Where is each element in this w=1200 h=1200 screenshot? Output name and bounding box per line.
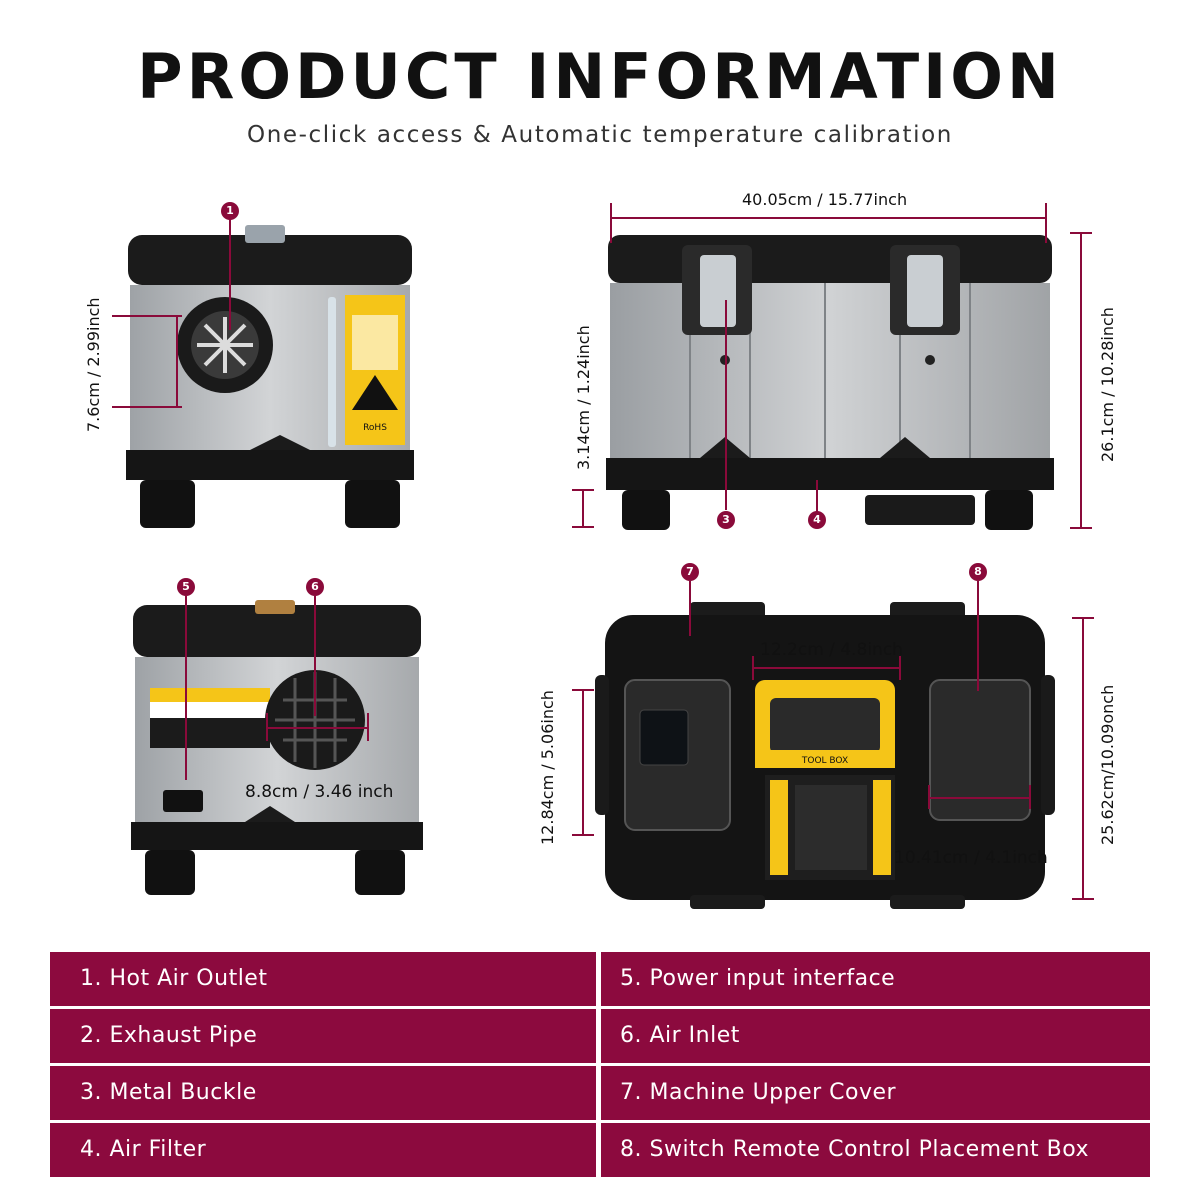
dim-line-depth-right	[1082, 617, 1084, 900]
dim-line-outlet	[176, 315, 178, 408]
dim-tick-box-right	[1029, 785, 1031, 809]
dim-tick-inlet-left	[266, 713, 268, 741]
part-6-cell: 6. Air Inlet	[601, 1009, 1150, 1063]
callout-badge-5: 5	[177, 578, 195, 596]
dim-line-outlet-bottom	[112, 406, 182, 408]
page-subtitle: One-click access & Automatic temperature…	[247, 122, 953, 148]
callout-line-4	[816, 480, 818, 512]
dim-tick-box-left	[928, 785, 930, 809]
dim-tick-inlet-right	[367, 713, 369, 741]
table-row: 3. Metal Buckle 7. Machine Upper Cover	[50, 1066, 1150, 1120]
dim-line-outlet-top	[112, 315, 182, 317]
part-4-cell: 4. Air Filter	[50, 1123, 596, 1177]
table-row: 1. Hot Air Outlet 5. Power input interfa…	[50, 952, 1150, 1006]
callout-line-3	[725, 300, 727, 510]
callout-badge-1: 1	[221, 202, 239, 220]
dim-line-inlet	[266, 727, 368, 729]
product-front-view: RoHS	[126, 225, 414, 528]
part-3-cell: 3. Metal Buckle	[50, 1066, 596, 1120]
callout-line-8	[977, 581, 979, 691]
dim-tick-width-left	[610, 203, 612, 243]
part-2-cell: 2. Exhaust Pipe	[50, 1009, 596, 1063]
dim-depth-left-label: 12.84cm / 5.06inch	[538, 690, 557, 845]
product-side-view	[606, 235, 1054, 530]
dim-line-width	[611, 217, 1046, 219]
callout-badge-3: 3	[717, 511, 735, 529]
dim-box-label: 10.41cm / 4.1inch	[894, 848, 1048, 868]
callout-line-7	[689, 581, 691, 636]
table-row: 2. Exhaust Pipe 6. Air Inlet	[50, 1009, 1150, 1063]
table-row: 4. Air Filter 8. Switch Remote Control P…	[50, 1123, 1150, 1177]
callout-badge-6: 6	[306, 578, 324, 596]
dim-inlet-label: 8.8cm / 3.46 inch	[245, 782, 394, 802]
dim-tick-handle-right	[899, 656, 901, 680]
callout-badge-7: 7	[681, 563, 699, 581]
rohs-label: RoHS	[363, 423, 387, 433]
page-title: PRODUCT INFORMATION	[137, 40, 1063, 113]
dim-height-label: 26.1cm / 10.28inch	[1098, 307, 1117, 462]
dim-line-box	[928, 797, 1030, 799]
part-8-cell: 8. Switch Remote Control Placement Box	[601, 1123, 1150, 1177]
part-5-cell: 5. Power input interface	[601, 952, 1150, 1006]
dim-foot-label: 3.14cm / 1.24inch	[574, 325, 593, 470]
dim-line-height	[1080, 232, 1082, 529]
dim-outlet-label: 7.6cm / 2.99inch	[84, 297, 103, 432]
dim-width-label: 40.05cm / 15.77inch	[742, 190, 908, 209]
callout-line-6	[314, 596, 316, 716]
part-7-cell: 7. Machine Upper Cover	[601, 1066, 1150, 1120]
callout-line-5	[185, 596, 187, 780]
product-back-view	[131, 600, 423, 895]
dim-depth-right-label: 25.62cm/10.09onch	[1098, 684, 1117, 845]
dim-handle-label: 12.2cm / 4.8inch	[760, 640, 903, 660]
dim-tick-handle-left	[752, 656, 754, 680]
callout-line-1	[229, 218, 231, 330]
dim-line-depth-left	[582, 689, 584, 836]
dim-line-handle	[752, 667, 900, 669]
toolbox-label: TOOL BOX	[801, 756, 848, 766]
part-1-cell: 1. Hot Air Outlet	[50, 952, 596, 1006]
callout-badge-4: 4	[808, 511, 826, 529]
callout-badge-8: 8	[969, 563, 987, 581]
dim-tick-width-right	[1045, 203, 1047, 243]
dim-line-foot	[582, 489, 584, 528]
product-top-view: TOOL BOX	[595, 602, 1055, 909]
